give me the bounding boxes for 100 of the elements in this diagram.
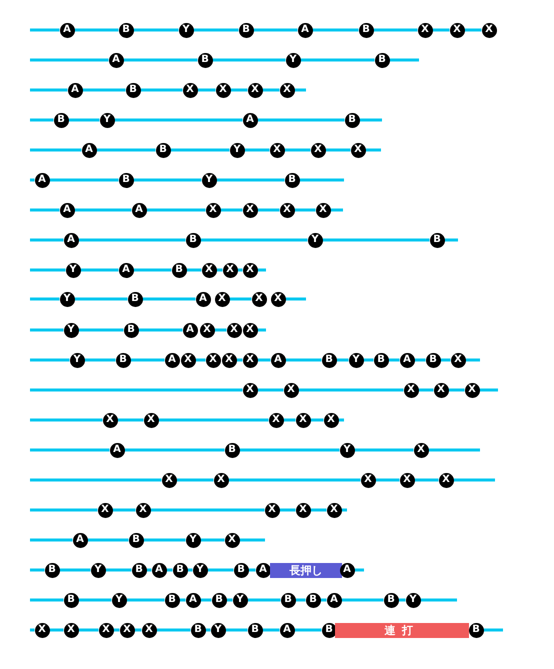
timeline-segment	[82, 88, 126, 92]
button-marker: B	[198, 52, 212, 68]
timeline-segment	[134, 178, 202, 182]
button-marker: Y	[192, 562, 208, 578]
button-marker: A	[164, 352, 180, 368]
timeline-segment	[118, 418, 144, 422]
button-marker: X	[270, 142, 284, 158]
timeline-segment	[320, 598, 326, 602]
button-marker: B	[128, 292, 142, 306]
button-marker: B	[224, 442, 240, 458]
timeline-segment	[286, 298, 306, 300]
button-marker: B	[54, 112, 68, 128]
timeline-segment	[398, 598, 406, 602]
timeline-segment	[466, 358, 480, 362]
button-marker: A	[186, 592, 200, 608]
timeline-segment	[262, 628, 280, 632]
timeline-segment	[366, 148, 381, 152]
timeline-segment	[206, 628, 210, 632]
button-marker: B	[468, 622, 484, 638]
timeline-segment	[254, 28, 298, 32]
timeline-segment	[144, 538, 186, 542]
button-marker: X	[242, 202, 258, 218]
timeline-segment	[342, 598, 384, 602]
button-marker: A	[132, 202, 146, 218]
button-marker: X	[64, 622, 78, 638]
button-marker: X	[400, 472, 414, 488]
timeline-segment	[230, 88, 248, 92]
timeline-segment	[286, 358, 322, 362]
timeline-segment	[196, 358, 206, 362]
button-marker: X	[464, 382, 480, 398]
timeline-segment	[80, 268, 118, 272]
button-marker: X	[98, 502, 112, 518]
button-marker: B	[306, 592, 320, 608]
button-marker: B	[430, 232, 444, 248]
timeline-segment	[96, 148, 156, 152]
timeline-segment	[226, 598, 232, 602]
button-marker: Y	[230, 142, 244, 158]
button-marker: B	[156, 142, 170, 158]
button-marker: X	[438, 472, 454, 488]
button-marker: X	[144, 412, 158, 428]
button-marker: X	[180, 352, 196, 368]
text-band: 連打	[335, 622, 469, 638]
timeline-segment	[30, 358, 70, 362]
timeline-segment	[188, 568, 192, 572]
timeline-segment	[30, 238, 64, 242]
button-marker: X	[360, 472, 376, 488]
button-marker: X	[252, 292, 266, 306]
button-marker: B	[284, 172, 300, 188]
timeline-segment	[166, 568, 172, 572]
timeline-segment	[30, 388, 242, 392]
button-marker: A	[400, 352, 414, 368]
button-marker: B	[248, 622, 262, 638]
button-marker: X	[102, 412, 118, 428]
timeline-segment	[216, 178, 284, 182]
timeline-segment	[262, 88, 280, 92]
timeline-segment	[330, 208, 343, 212]
timeline-segment	[30, 28, 60, 32]
timeline-segment	[444, 238, 458, 242]
timeline-segment	[428, 448, 480, 452]
button-marker: Y	[202, 172, 216, 188]
timeline-segment	[454, 478, 495, 482]
timeline-segment	[74, 28, 118, 32]
timeline-segment	[78, 628, 98, 632]
button-marker: X	[284, 382, 298, 398]
button-marker: X	[206, 352, 220, 368]
button-marker: X	[222, 262, 238, 278]
timeline-segment	[214, 328, 226, 332]
timeline-segment	[84, 358, 116, 362]
button-marker: Y	[286, 52, 300, 68]
timeline-segment	[310, 508, 326, 512]
button-marker: X	[226, 322, 242, 338]
timeline-segment	[158, 418, 268, 422]
button-marker: X	[434, 382, 448, 398]
button-marker: Y	[308, 232, 322, 248]
timeline-segment	[146, 208, 206, 212]
button-marker: X	[280, 82, 294, 98]
timeline-segment	[342, 508, 347, 512]
button-marker: X	[270, 292, 286, 306]
timeline-segment	[78, 598, 112, 602]
timeline-segment	[134, 268, 172, 272]
timeline-segment	[140, 88, 182, 92]
button-marker: Y	[178, 22, 194, 38]
button-marker: Y	[348, 352, 364, 368]
button-marker: Y	[186, 532, 200, 548]
timeline-segment	[258, 358, 270, 362]
timeline-segment	[294, 628, 322, 632]
button-marker: X	[242, 352, 258, 368]
button-marker: A	[110, 442, 124, 458]
button-marker: A	[270, 352, 286, 368]
button-marker: B	[116, 352, 130, 368]
timeline-segment	[326, 148, 350, 152]
timeline-segment	[30, 478, 162, 482]
timeline-segment	[230, 298, 252, 300]
timeline-segment	[354, 448, 414, 452]
button-marker: X	[310, 142, 326, 158]
timeline-segment	[432, 28, 450, 32]
button-marker: Y	[112, 592, 126, 608]
timeline-segment	[294, 88, 306, 92]
button-marker: X	[98, 622, 114, 638]
timeline-segment	[414, 478, 438, 482]
